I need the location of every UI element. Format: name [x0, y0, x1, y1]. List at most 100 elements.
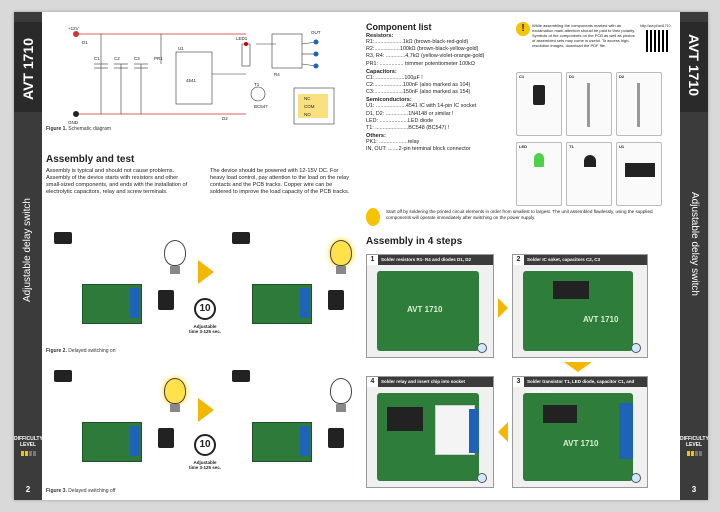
- difficulty-level: DIFFICULTY LEVEL: [680, 436, 709, 476]
- side-product-code: AVT 1710: [680, 22, 708, 112]
- page-number: 3: [691, 485, 697, 494]
- timer-icon: 10: [194, 434, 216, 456]
- bulb-base: [170, 404, 180, 412]
- schem-u1-label: U1: [178, 46, 184, 51]
- difficulty-level: DIFFICULTY LEVEL: [14, 436, 43, 476]
- side-product-code: AVT 1710: [14, 22, 42, 112]
- component-row: U1: ....................4541 IC with 14-…: [366, 103, 477, 110]
- schem-com-label: COM: [304, 104, 315, 109]
- terminal-block: [300, 426, 310, 456]
- assembly-step-3: Solder transistor T1, LED diode, capacit…: [512, 376, 648, 488]
- difficulty-bars: [14, 451, 42, 456]
- arrow-right-icon: [498, 298, 508, 318]
- power-plug-icon: [54, 232, 72, 244]
- bulb-on-icon: [330, 240, 352, 266]
- figure3-caption: Figure 3. Delayed switching off: [46, 488, 116, 494]
- bulb-off-icon: [164, 240, 186, 266]
- steps-heading: Assembly in 4 steps: [366, 236, 463, 247]
- power-plug-icon: [232, 370, 250, 382]
- assembly-text-left: Assembly is typical and should not cause…: [46, 168, 188, 195]
- photo-c1: C1: [516, 72, 562, 136]
- schem-t1-label: T1: [254, 82, 260, 87]
- exclamation-icon: !: [516, 22, 530, 36]
- component-row: PR1: ................ trimmer potentiome…: [366, 60, 475, 67]
- schem-ic-name: 4541: [186, 78, 197, 83]
- schem-tr-name: BC547: [254, 104, 268, 109]
- magnifier-icon: [631, 473, 641, 483]
- bulb-base: [336, 404, 346, 412]
- schem-r4-label: R4: [274, 72, 280, 77]
- qr-code: [646, 30, 668, 52]
- schem-d2-label: D2: [222, 116, 228, 121]
- schem-c1-label: C1: [94, 56, 100, 61]
- difficulty-bars: [680, 451, 708, 456]
- arrow-left-icon: [498, 422, 508, 442]
- right-page: Component list Resistors: R1:...........…: [364, 12, 676, 500]
- group-heading: Capacitors:: [366, 68, 397, 75]
- schem-c2-label: C2: [114, 56, 120, 61]
- arrow-right-icon: [198, 398, 214, 422]
- bulb-on-icon: [164, 378, 186, 404]
- component-photos: C1 D1 D2 LED T1 U1: [516, 72, 662, 206]
- terminal-block: [130, 426, 140, 456]
- photo-d2: D2: [616, 72, 662, 136]
- schematic-diagram: +12V GND OUT NC COM NO U1 4541 LED1 T1 B…: [68, 26, 335, 125]
- component-row: D1, D2: ...............1N4148 or similar…: [366, 110, 454, 117]
- page-number: 2: [25, 485, 31, 494]
- photo-t1: T1: [566, 142, 612, 206]
- component-row: PK1: ...................relay: [366, 139, 420, 146]
- magnifier-icon: [477, 343, 487, 353]
- photo-led: LED: [516, 142, 562, 206]
- arrow-down-icon: [564, 362, 592, 372]
- left-sidebar: AVT 1710 Adjustable delay switch DIFFICU…: [14, 12, 43, 500]
- magnifier-icon: [477, 473, 487, 483]
- schem-vcc-label: +12V: [68, 26, 79, 31]
- component-list-title: Component list: [366, 22, 432, 32]
- left-page: +12V GND OUT NC COM NO U1 4541 LED1 T1 B…: [46, 12, 358, 500]
- schem-nc-label: NC: [304, 96, 311, 101]
- schem-gnd-label: GND: [68, 120, 79, 125]
- terminal-block: [130, 288, 140, 318]
- bulb-off-icon: [330, 378, 352, 404]
- qr-caption: http://avt.pl/avt1710: [640, 24, 671, 28]
- schem-no-label: NO: [304, 112, 311, 117]
- step-pcb: AVT 1710: [523, 271, 633, 351]
- component-row: C2:...................100nF (also marked…: [366, 82, 471, 89]
- power-adapter-icon: [158, 428, 174, 448]
- power-adapter-icon: [158, 290, 174, 310]
- step-pcb: [377, 393, 479, 481]
- power-adapter-icon: [328, 290, 344, 310]
- figure2-caption: Figure 2. Delayed switching on: [46, 348, 116, 354]
- step-pcb: AVT 1710: [377, 271, 479, 351]
- bulb-base: [170, 266, 180, 274]
- schem-led1-label: LED1: [236, 36, 248, 41]
- assembly-tip: Start off by soldering the printed circu…: [364, 208, 676, 228]
- assembly-text-right: The device should be powered with 12-15V…: [210, 168, 350, 195]
- photo-d1: D1: [566, 72, 612, 136]
- schem-c3-label: C3: [134, 56, 140, 61]
- component-row: C1:....................100µF !: [366, 74, 423, 81]
- schem-out-label: OUT: [311, 30, 321, 35]
- component-row: T1: ......................BC548 (BC547) …: [366, 125, 450, 132]
- assembly-step-4: Solder relay and insert chip into socket…: [366, 376, 494, 488]
- component-row: LED: ...................LED diode: [366, 117, 434, 124]
- assembly-step-2: Solder IC soket, capacitors C2, C3 2 AVT…: [512, 254, 648, 358]
- power-adapter-icon: [328, 428, 344, 448]
- polarity-warning: While assembling the components marked w…: [532, 23, 636, 48]
- component-row: R2:.................100kΩ (brown-black-y…: [366, 46, 479, 53]
- right-sidebar: AVT 1710 Adjustable delay switch DIFFICU…: [680, 12, 709, 500]
- group-heading: Others:: [366, 133, 386, 140]
- power-plug-icon: [54, 370, 72, 382]
- timer-icon: 10: [194, 298, 216, 320]
- lightbulb-icon: [366, 208, 380, 226]
- figure1-caption: Figure 1. Schematic diagram: [46, 126, 112, 132]
- arrow-right-icon: [198, 260, 214, 284]
- step-pcb: AVT 1710: [523, 393, 633, 481]
- component-row: R3, R4: .............4,7kΩ (yellow-viole…: [366, 53, 485, 60]
- booklet-spread: AVT 1710 Adjustable delay switch DIFFICU…: [14, 12, 709, 500]
- assembly-heading: Assembly and test: [46, 154, 135, 165]
